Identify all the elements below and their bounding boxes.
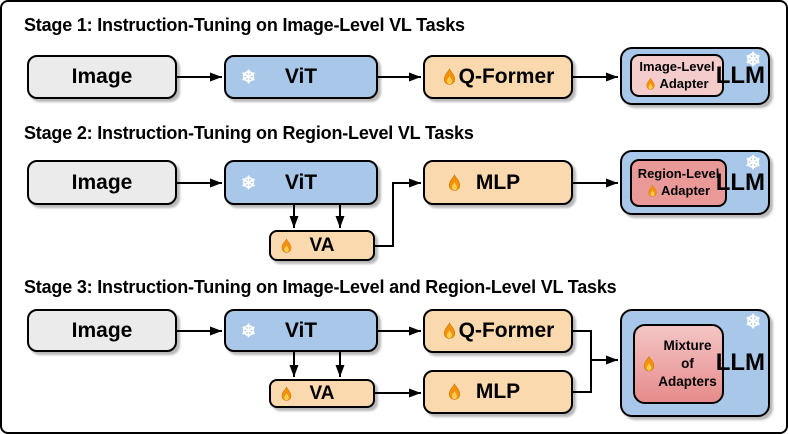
stage3-image-label: Image	[71, 318, 133, 342]
fire-icon	[280, 238, 293, 254]
adapter-line2: Adapter	[659, 75, 709, 91]
stage1-image-box: Image	[27, 55, 177, 99]
snowflake-icon: ❄	[241, 67, 257, 87]
fire-icon	[442, 68, 457, 86]
snowflake-icon: ❄	[745, 312, 761, 333]
stage1-image-level-adapter: Image-Level Adapter	[630, 54, 724, 97]
stage2-title: Stage 2: Instruction-Tuning on Region-Le…	[24, 123, 474, 143]
stage3-vit-box: ❄ ViT	[224, 309, 378, 352]
stage2-va-box: VA	[269, 230, 375, 261]
adapter-line2: Adapter	[660, 183, 711, 198]
fire-icon	[280, 386, 293, 402]
stage1-vit-label: ViT	[284, 65, 318, 88]
stage1-llm-box: ❄ Image-Level Adapter LLM	[620, 47, 770, 105]
stage3-llm-box: ❄ Mixture of Adapters LLM	[620, 309, 770, 417]
stage1-llm-label: LLM	[715, 62, 765, 89]
stage2-llm-label: LLM	[715, 168, 765, 196]
stage3-mlp-label: MLP	[475, 380, 521, 403]
stage3-mixture-of-adapters: Mixture of Adapters	[633, 324, 724, 404]
fire-icon	[645, 77, 656, 91]
stage3-qformer-label: Q-Former	[458, 319, 555, 342]
stage3-va-box: VA	[269, 379, 375, 408]
snowflake-icon: ❄	[745, 50, 761, 71]
fire-icon	[442, 322, 457, 340]
fire-icon	[642, 356, 656, 373]
stage2-image-label: Image	[71, 170, 133, 194]
snowflake-icon: ❄	[241, 320, 257, 341]
snowflake-icon: ❄	[241, 172, 257, 193]
stage2-va-label: VA	[309, 234, 335, 256]
stage1-title: Stage 1: Instruction-Tuning on Image-Lev…	[24, 15, 465, 35]
stage3-qformer-box: Q-Former	[423, 309, 573, 353]
snowflake-icon: ❄	[745, 153, 761, 174]
stage2-image-box: Image	[27, 160, 177, 205]
mixture-line1: Mixture	[663, 337, 712, 353]
mixture-line2: of	[681, 355, 694, 371]
stage2-region-level-adapter: Region-Level Adapter	[630, 159, 727, 207]
fire-icon	[647, 184, 658, 198]
fire-icon	[447, 383, 462, 401]
stage1-vit-box: ❄ ViT	[224, 55, 378, 99]
stage3-title: Stage 3: Instruction-Tuning on Image-Lev…	[24, 277, 617, 297]
stage3-va-label: VA	[309, 382, 335, 404]
stage3-image-box: Image	[27, 309, 177, 352]
stage2-mlp-box: MLP	[423, 160, 573, 205]
adapter-line1: Image-Level	[639, 58, 715, 74]
stage1-qformer-box: Q-Former	[423, 55, 573, 99]
stage2-vit-label: ViT	[284, 170, 318, 194]
stage2-vit-box: ❄ ViT	[224, 160, 378, 205]
stage3-llm-label: LLM	[715, 349, 765, 376]
adapter-line1: Region-Level	[637, 166, 720, 182]
stage1-image-label: Image	[71, 65, 133, 88]
stage1-qformer-label: Q-Former	[458, 65, 555, 88]
stage3-mlp-box: MLP	[423, 370, 573, 414]
stage2-llm-box: ❄ Region-Level Adapter LLM	[620, 150, 770, 215]
mixture-line3: Adapters	[658, 374, 717, 390]
fire-icon	[447, 174, 462, 192]
stage3-vit-label: ViT	[284, 318, 318, 342]
stage2-mlp-label: MLP	[475, 170, 521, 194]
